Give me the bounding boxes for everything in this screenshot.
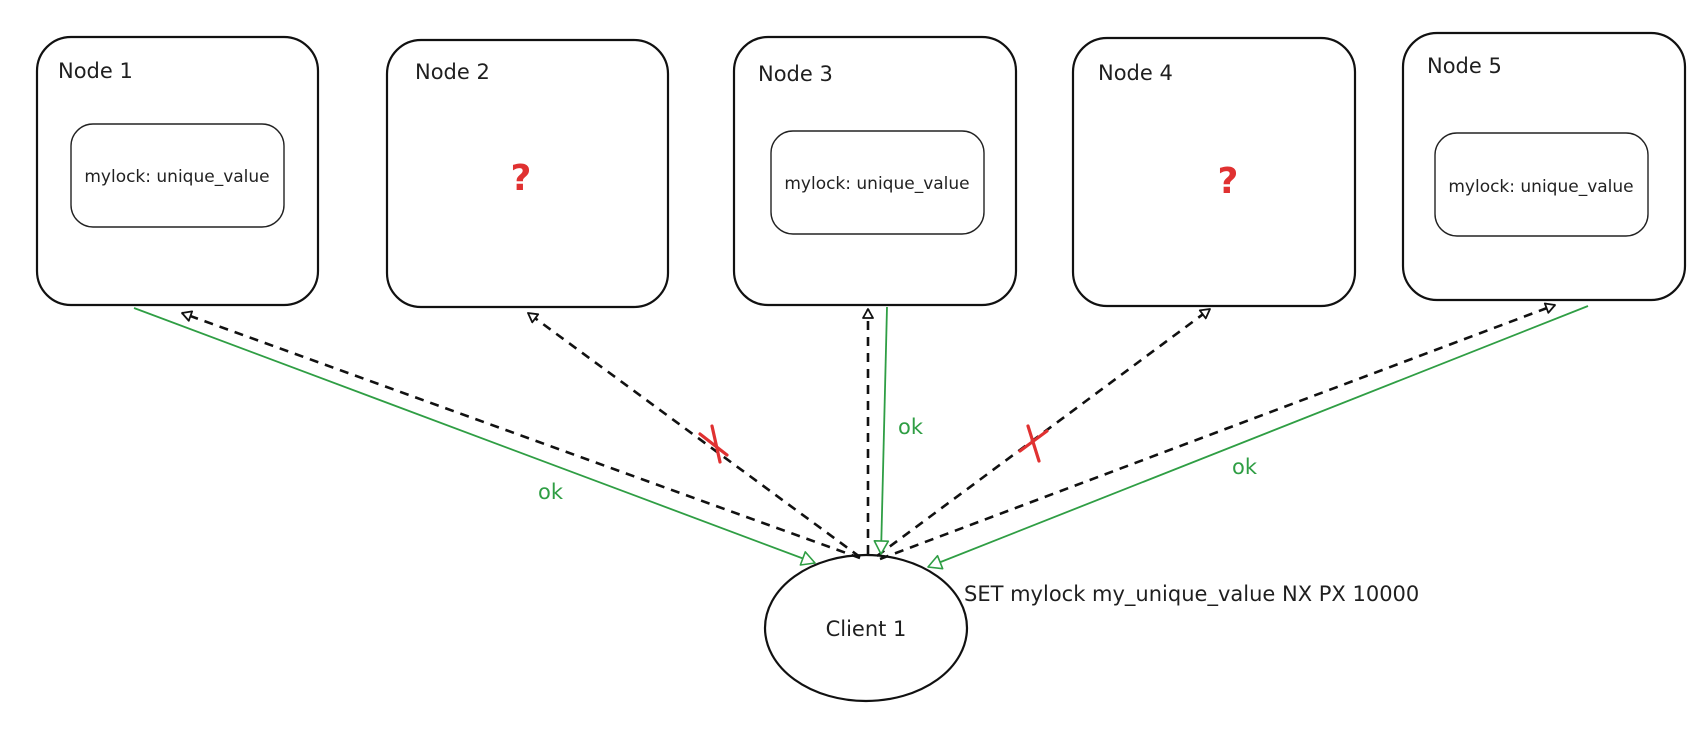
response-arrow-node-5: [927, 305, 1589, 570]
request-arrow-node-1: [181, 310, 861, 560]
request-arrow-node-4: [876, 307, 1211, 558]
node-5-key-value: mylock: unique_value: [1448, 177, 1633, 197]
node-2-box: [385, 38, 670, 309]
response-arrow-node-3: [873, 306, 890, 555]
node-4-title: Node 4: [1098, 61, 1173, 85]
node-4-unknown-mark: ?: [1218, 161, 1239, 202]
ok-label-node-5: ok: [1232, 455, 1258, 479]
client-command: SET mylock my_unique_value NX PX 10000: [964, 582, 1419, 607]
node-5-title: Node 5: [1427, 54, 1502, 78]
client-1-ellipse: [763, 553, 969, 703]
client-1: Client 1: [763, 553, 969, 703]
response-arrow-node-1: [133, 307, 816, 566]
node-1-key-box: [70, 123, 285, 228]
node-4-box: [1071, 36, 1357, 308]
node-1-title: Node 1: [58, 59, 133, 83]
node-5: Node 5 mylock: unique_value: [1401, 31, 1687, 302]
node-1-key-value: mylock: unique_value: [84, 167, 269, 187]
ok-label-node-3: ok: [898, 415, 924, 439]
node-2: Node 2 ?: [385, 38, 670, 309]
ok-label-node-1: ok: [538, 480, 564, 504]
node-2-title: Node 2: [415, 60, 490, 84]
node-3-key-value: mylock: unique_value: [784, 174, 969, 194]
failure-cross-node-2: [698, 424, 729, 464]
request-arrow-node-5: [879, 302, 1556, 561]
node-3-key-box: [770, 130, 985, 235]
node-3: Node 3 mylock: unique_value: [732, 35, 1018, 307]
node-5-key-box: [1434, 132, 1649, 237]
failure-cross-node-4: [1018, 424, 1049, 463]
node-3-title: Node 3: [758, 62, 833, 86]
request-arrow-node-2: [527, 311, 861, 559]
client-1-label: Client 1: [826, 617, 907, 641]
node-4: Node 4 ?: [1071, 36, 1357, 308]
node-2-unknown-mark: ?: [511, 158, 532, 199]
node-1: Node 1 mylock: unique_value: [35, 35, 320, 307]
